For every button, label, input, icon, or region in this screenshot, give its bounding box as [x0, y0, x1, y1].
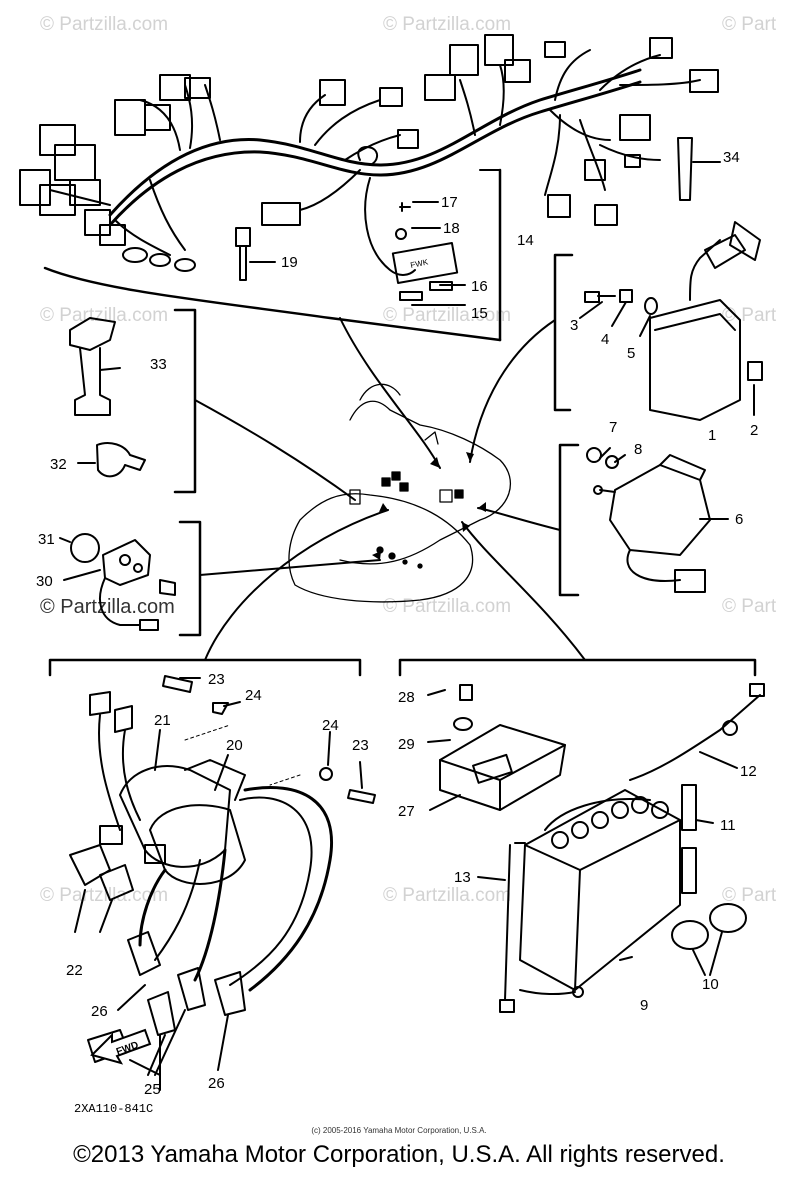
callout-8: 8 — [634, 441, 643, 458]
callout-24: 24 — [322, 717, 339, 734]
callout-32: 32 — [50, 456, 67, 473]
watermark: © Partzilla.com — [383, 596, 512, 617]
callout-30: 30 — [36, 573, 53, 590]
diagram-code: 2XA110-841C — [74, 1102, 154, 1116]
callout-23: 23 — [208, 671, 225, 688]
callout-2: 2 — [750, 422, 759, 439]
callout-21: 21 — [154, 712, 171, 729]
battery-and-cdi — [440, 684, 764, 1012]
watermark: © Part — [722, 14, 777, 35]
callout-15: 15 — [471, 305, 488, 322]
callout-20: 20 — [226, 737, 243, 754]
callout-14: 14 — [517, 232, 534, 249]
starter-relay — [587, 448, 710, 592]
fuse-box-label: FWK — [410, 257, 430, 270]
callout-4: 4 — [601, 331, 610, 348]
callout-23: 23 — [352, 737, 369, 754]
callout-26: 26 — [208, 1075, 225, 1092]
watermark: © Part — [722, 305, 777, 326]
callout-26: 26 — [91, 1003, 108, 1020]
callout-34: 34 — [723, 149, 740, 166]
small-copyright: (c) 2005-2016 Yamaha Motor Corporation, … — [311, 1126, 487, 1135]
callout-16: 16 — [471, 278, 488, 295]
callout-11: 11 — [720, 817, 736, 834]
callout-17: 17 — [441, 194, 458, 211]
callout-13: 13 — [454, 869, 471, 886]
callout-10: 10 — [702, 976, 719, 993]
callout-1: 1 — [708, 427, 717, 444]
callout-19: 19 — [281, 254, 298, 271]
callout-18: 18 — [443, 220, 460, 237]
regulator-rectifier — [585, 222, 762, 420]
callout-31: 31 — [38, 531, 55, 548]
watermark: © Partzilla.com — [383, 305, 512, 326]
callout-28: 28 — [398, 689, 415, 706]
callout-25: 25 — [144, 1081, 161, 1098]
watermark: © Partzilla.com — [40, 885, 169, 906]
watermark: © Partzilla.com — [40, 596, 175, 618]
callout-22: 22 — [66, 962, 83, 979]
watermark: © Partzilla.com — [40, 305, 169, 326]
callout-3: 3 — [570, 317, 579, 334]
callout-7: 7 — [609, 419, 618, 436]
neutral-switch-parts — [71, 534, 175, 630]
watermark: © Partzilla.com — [383, 885, 512, 906]
watermark: © Partzilla.com — [383, 14, 512, 35]
callout-6: 6 — [735, 511, 744, 528]
copyright-notice: ©2013 Yamaha Motor Corporation, U.S.A. A… — [73, 1141, 725, 1168]
wire-harness — [20, 35, 718, 300]
frame-locator — [289, 384, 510, 602]
callout-33: 33 — [150, 356, 167, 373]
callout-12: 12 — [740, 763, 757, 780]
callout-29: 29 — [398, 736, 415, 753]
watermark: © Part — [722, 596, 777, 617]
callout-27: 27 — [398, 803, 415, 820]
watermark: © Partzilla.com — [40, 14, 169, 35]
sidestand-switch-parts — [70, 318, 145, 476]
callout-5: 5 — [627, 345, 636, 362]
callout-24: 24 — [245, 687, 262, 704]
watermark: © Part — [722, 885, 777, 906]
callout-9: 9 — [640, 997, 649, 1014]
